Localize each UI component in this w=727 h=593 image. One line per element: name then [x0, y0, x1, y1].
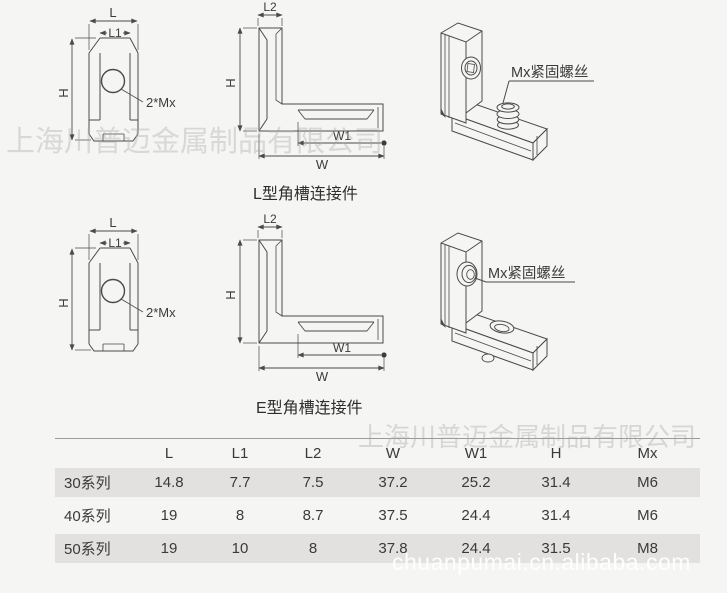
- dim-label-w: W: [316, 157, 329, 172]
- dim-label-l: L: [109, 5, 116, 20]
- dim-label-l: L: [109, 215, 116, 230]
- cell: 8.7: [302, 507, 324, 524]
- dim-label-l1: L1: [108, 236, 122, 250]
- cell: 31.5: [541, 540, 571, 557]
- e-type-isometric-drawing: Mx紧固螺丝: [440, 232, 575, 371]
- cell: 31.4: [541, 474, 571, 491]
- row-label: 40系列: [64, 508, 111, 525]
- row-label: 30系列: [64, 475, 111, 492]
- screw-head-boss: [461, 56, 481, 80]
- set-screw: [496, 102, 520, 130]
- cell: M8: [637, 540, 658, 557]
- cell: 8: [235, 507, 245, 524]
- dim-label-l2: L2: [263, 0, 277, 14]
- column-header: W: [385, 445, 401, 462]
- cell: 7.7: [229, 474, 251, 491]
- table-row-50-series: 50系列 19 10 8 37.8 24.4 31.5 M8: [55, 534, 700, 563]
- dim-label-w1: W1: [333, 341, 351, 355]
- dim-label-h: H: [223, 78, 238, 87]
- screw-head-boss: [456, 261, 478, 287]
- screw-label: Mx紧固螺丝: [511, 64, 588, 81]
- dim-label-l1: L1: [108, 26, 122, 40]
- screw-label: Mx紧固螺丝: [488, 265, 565, 282]
- cell: 14.8: [154, 474, 184, 491]
- l-type-front-view-drawing: L L1 H 2*Mx: [56, 5, 176, 142]
- dim-label-l2: L2: [263, 212, 277, 226]
- cell: 25.2: [461, 474, 491, 491]
- table-top-rule: [55, 438, 700, 439]
- table-header-row: L L1 L2 W W1 H Mx: [55, 439, 700, 468]
- cell: 19: [160, 540, 178, 557]
- cell: 24.4: [461, 540, 491, 557]
- dim-label-2mx: 2*Mx: [146, 305, 176, 320]
- l-type-isometric-drawing: Mx紧固螺丝: [440, 22, 594, 162]
- cell: 8: [308, 540, 318, 557]
- column-header: W1: [464, 445, 488, 462]
- e-type-front-view-drawing: L L1 H 2*Mx: [56, 215, 176, 360]
- threaded-hole: [489, 320, 515, 334]
- bottom-tab: [481, 353, 495, 363]
- cell: M6: [637, 474, 658, 491]
- cell: 37.2: [378, 474, 408, 491]
- cell: 7.5: [302, 474, 324, 491]
- cell: M6: [637, 507, 658, 524]
- e-type-caption: E型角槽连接件: [256, 400, 363, 417]
- row-label: 50系列: [64, 541, 111, 558]
- dim-label-h: H: [56, 88, 71, 97]
- e-type-side-view-drawing: L2 H W1 W: [223, 212, 408, 384]
- dim-label-2mx: 2*Mx: [146, 95, 176, 110]
- column-header: L: [164, 445, 174, 462]
- cell: 19: [160, 507, 178, 524]
- l-type-side-view-drawing: L2 H W1 W: [223, 0, 387, 172]
- column-header: Mx: [637, 445, 658, 462]
- cell: 31.4: [541, 507, 571, 524]
- dim-label-h: H: [56, 298, 71, 307]
- dim-label-h: H: [223, 290, 238, 299]
- column-header: L2: [304, 445, 322, 462]
- l-type-caption: L型角槽连接件: [253, 186, 358, 203]
- table-row-40-series: 40系列 19 8 8.7 37.5 24.4 31.4 M6: [55, 501, 700, 530]
- screw-hole: [100, 68, 126, 94]
- table-row-30-series: 30系列 14.8 7.7 7.5 37.2 25.2 31.4 M6: [55, 468, 700, 497]
- cell: 10: [231, 540, 249, 557]
- cell: 24.4: [461, 507, 491, 524]
- cell: 37.8: [378, 540, 408, 557]
- column-header: H: [550, 445, 562, 462]
- column-header: L1: [231, 445, 249, 462]
- dim-label-w1: W1: [333, 129, 351, 143]
- cell: 37.5: [378, 507, 408, 524]
- dim-label-w: W: [316, 369, 329, 384]
- spec-table: L L1 L2 W W1 H Mx 30系列 14.8 7.7 7.5 37.2…: [55, 438, 700, 563]
